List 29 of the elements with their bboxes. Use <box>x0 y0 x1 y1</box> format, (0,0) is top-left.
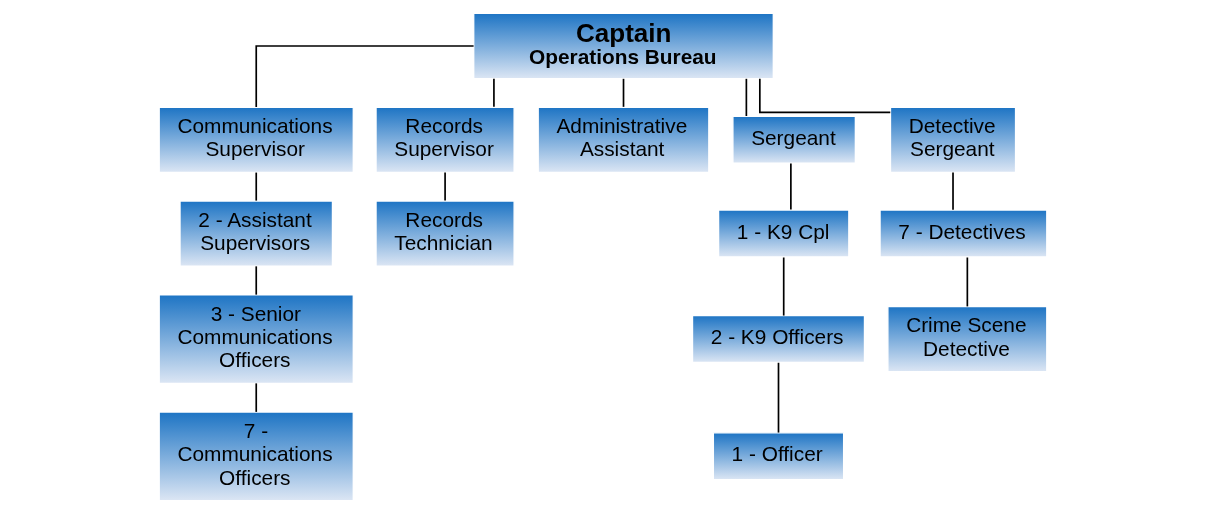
node-box: Crime Scene Detective <box>886 305 1047 373</box>
node-box: 2 - K9 Officers <box>691 314 865 364</box>
node-box: 2 - Assistant Supervisors <box>178 200 333 267</box>
node-box: Detective Sergeant <box>889 106 1016 173</box>
connector <box>782 256 785 317</box>
node-box: 1 - Officer <box>712 432 844 481</box>
connector <box>254 265 257 296</box>
node-box: Sergeant <box>731 115 856 164</box>
connector <box>758 78 891 114</box>
connector <box>966 256 968 308</box>
connector <box>777 361 779 434</box>
connector <box>745 77 747 117</box>
connector <box>951 171 954 211</box>
node-box: 3 - Senior Communications Officers <box>158 294 354 384</box>
node-box: 1 - K9 Cpl <box>717 209 849 258</box>
node-box: Administrative Assistant <box>537 106 709 173</box>
node-box: 7 - Detectives <box>878 209 1047 258</box>
connector <box>443 171 446 202</box>
connector <box>492 77 495 108</box>
node-box: Records Technician <box>374 200 515 267</box>
connector <box>254 45 474 108</box>
connector <box>254 382 257 413</box>
connector <box>622 77 624 108</box>
connector <box>254 171 257 202</box>
node-box: Records Supervisor <box>374 106 515 173</box>
node-box: Communications Supervisor <box>158 106 354 173</box>
node-box: 7 - Communications Officers <box>158 411 354 502</box>
connector <box>789 162 792 211</box>
node-box: Captain Operations Bureau <box>472 12 774 80</box>
